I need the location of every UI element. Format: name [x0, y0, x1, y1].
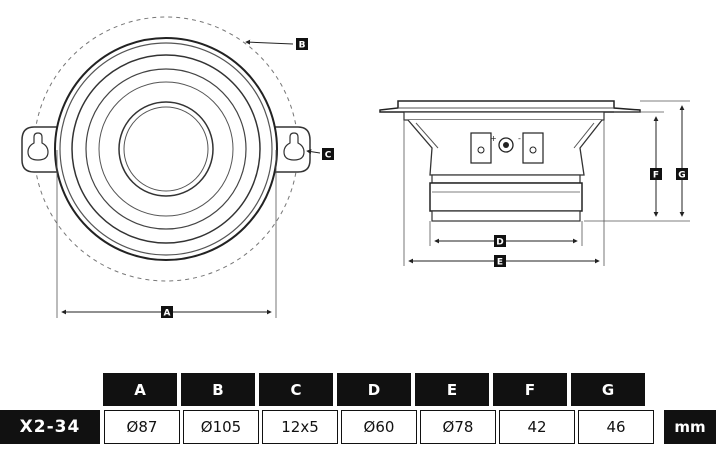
label-f: F [650, 168, 662, 181]
dimension-c-leader [306, 149, 321, 155]
label-b-text: B [299, 41, 306, 51]
left-mounting-slot [27, 132, 49, 161]
side-frame-top [403, 111, 605, 121]
terminal-left [470, 132, 492, 164]
label-g-text: G [678, 171, 685, 181]
header-g: G [571, 373, 645, 406]
model-name: X2-34 [0, 410, 100, 444]
table-value-row: X2-34 Ø87 Ø105 12x5 Ø60 Ø78 42 46 mm [0, 410, 720, 444]
frame-inner-ring [59, 42, 273, 256]
dust-cap-inner [123, 106, 209, 192]
value-a: Ø87 [104, 410, 180, 444]
label-g: G [676, 168, 688, 181]
speaker-dimension-drawing: + - A B C D [21, 16, 690, 319]
value-d: Ø60 [341, 410, 417, 444]
plus-symbol: + [490, 134, 497, 143]
surround-ring [71, 54, 261, 244]
header-e: E [415, 373, 489, 406]
right-mounting-slot [283, 132, 305, 161]
magnet-plate-top [431, 174, 581, 184]
side-flange [379, 100, 641, 113]
label-a: A [161, 306, 173, 319]
header-f: F [493, 373, 567, 406]
header-d: D [337, 373, 411, 406]
label-d: D [494, 235, 506, 248]
dust-cap-outer [118, 101, 214, 197]
front-view [21, 16, 321, 318]
left-mounting-tab [21, 126, 60, 173]
dimension-b-leader [245, 39, 294, 45]
minus-symbol: - [518, 134, 521, 143]
label-f-text: F [653, 171, 659, 181]
side-view: + - [379, 100, 690, 266]
cone-ring [98, 81, 234, 217]
label-e-text: E [497, 258, 503, 268]
value-c: 12x5 [262, 410, 338, 444]
label-b: B [296, 38, 308, 51]
magnet-plate-bottom [431, 210, 581, 222]
value-e: Ø78 [420, 410, 496, 444]
label-c-text: C [325, 151, 332, 161]
value-g: 46 [578, 410, 654, 444]
magnet-body [429, 182, 583, 212]
label-c: C [322, 148, 334, 161]
value-f: 42 [499, 410, 575, 444]
cone-outer-ring [85, 68, 247, 230]
header-a: A [103, 373, 177, 406]
table-header-row: A B C D E F G [103, 373, 649, 406]
header-b: B [181, 373, 255, 406]
value-b: Ø105 [183, 410, 259, 444]
label-a-text: A [164, 309, 171, 319]
unit-label: mm [664, 410, 716, 444]
terminal-right [522, 132, 544, 164]
header-c: C [259, 373, 333, 406]
label-e: E [494, 255, 506, 268]
label-d-text: D [496, 238, 503, 248]
frame-outer-ring [54, 37, 278, 261]
dimensions-table: A B C D E F G X2-34 Ø87 Ø105 12x5 Ø60 Ø7… [0, 373, 720, 449]
